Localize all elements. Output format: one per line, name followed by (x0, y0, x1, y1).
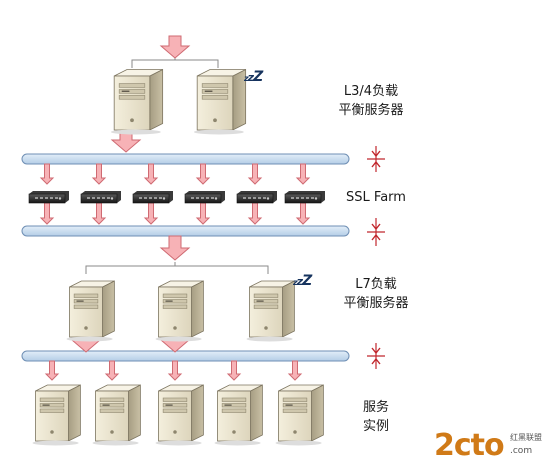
instance-label: 服务 实例 (363, 398, 389, 436)
l34-label: L3/4负载 平衡服务器 (338, 82, 403, 120)
ssl-appliance-icon (284, 191, 325, 204)
flow-arrows (39, 35, 311, 381)
server-tower-icon (155, 384, 204, 446)
watermark-sub-text: 红黑联盟 (510, 433, 542, 442)
idle-z-large: Z (253, 69, 263, 85)
l7-label-line1: L7负载 (355, 277, 397, 292)
idle-z-medium: z (247, 71, 254, 84)
down-arrow-small (44, 360, 60, 381)
bandwidth-marker (367, 218, 385, 246)
down-arrow-large (159, 35, 191, 59)
server-tower-icon (193, 68, 247, 135)
instance-label-line2: 实例 (362, 419, 390, 434)
network-buses (21, 153, 350, 362)
ssl-farm-label: SSL Farm (346, 190, 406, 205)
instance-label-line1: 服务 (362, 400, 390, 415)
bandwidth-markers (367, 146, 385, 369)
ssl-appliance-icon (132, 191, 173, 204)
down-arrow-small (195, 202, 211, 225)
l7-label: L7负载 平衡服务器 (343, 275, 408, 313)
idle-z-small: z (293, 278, 298, 287)
idle-indicator-top: zzZ (244, 66, 263, 85)
down-arrow-small (167, 360, 183, 381)
server-tower-icon (246, 280, 295, 342)
ssl-appliance-icon (184, 191, 225, 204)
idle-indicator-l7: zzZ (293, 270, 312, 289)
idle-z-medium: z (296, 275, 303, 288)
down-arrow-small (143, 202, 159, 225)
down-arrow-small (39, 202, 55, 225)
down-arrow-small (247, 163, 263, 185)
l7-label-line2: 平衡服务器 (343, 296, 409, 311)
down-arrow-small (39, 163, 55, 185)
bandwidth-marker (367, 146, 385, 172)
down-arrow-small (143, 163, 159, 185)
down-arrow-small (295, 163, 311, 185)
connector-bracket (85, 262, 269, 274)
down-arrow-small (91, 202, 107, 225)
watermark-logo: 2cto 红黑联盟 .com (434, 428, 556, 464)
down-arrow-large (159, 235, 191, 261)
idle-z-small: z (244, 74, 249, 83)
ssl-device-group (28, 191, 325, 204)
server-tower-icon (110, 68, 164, 135)
ssl-appliance-icon (80, 191, 121, 204)
down-arrow-small (104, 360, 120, 381)
down-arrow-small (295, 202, 311, 225)
down-arrow-small (91, 163, 107, 185)
bandwidth-marker (367, 343, 385, 369)
server-tower-icon (275, 384, 324, 446)
server-tower-icon (66, 280, 115, 342)
down-arrow-small (247, 202, 263, 225)
network-bus (21, 153, 350, 165)
down-arrow-small (195, 163, 211, 185)
l34-label-line1: L3/4负载 (343, 84, 399, 99)
watermark-url-text: .com (510, 446, 533, 456)
down-arrow-small (226, 360, 242, 381)
network-bus (21, 350, 350, 362)
watermark-main-text: 2cto (434, 428, 505, 463)
ssl-appliance-icon (28, 191, 69, 204)
server-tower-icon (92, 384, 141, 446)
down-arrow-small (287, 360, 303, 381)
network-bus (21, 225, 350, 237)
server-tower-icon (32, 384, 81, 446)
server-group (32, 68, 324, 446)
l34-label-line2: 平衡服务器 (338, 103, 404, 118)
idle-z-large: Z (302, 273, 312, 289)
ssl-appliance-icon (236, 191, 277, 204)
server-tower-icon (155, 280, 204, 342)
server-tower-icon (214, 384, 263, 446)
